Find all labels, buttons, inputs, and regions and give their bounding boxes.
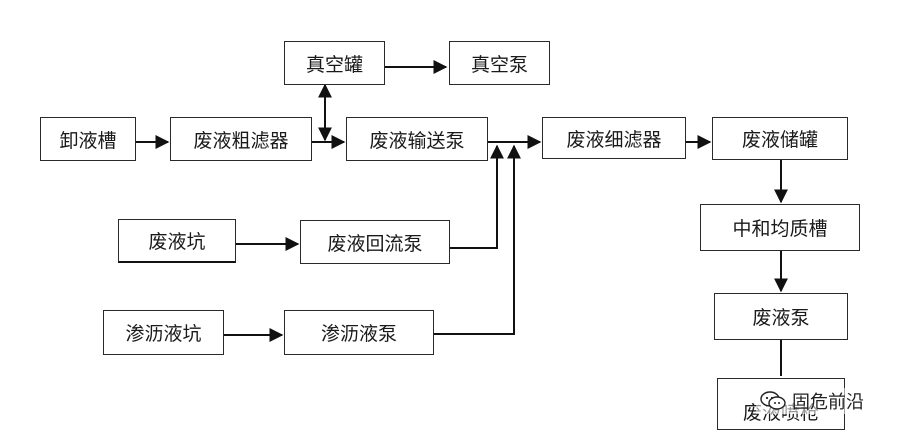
node-leachate-pit: 渗沥液坑 xyxy=(103,310,224,355)
watermark: 固危前沿 xyxy=(756,388,868,414)
arrow-return-line xyxy=(450,144,504,249)
node-leachate-pump: 渗沥液泵 xyxy=(284,310,434,355)
node-neutral-tank: 中和均质槽 xyxy=(700,204,860,251)
node-storage-tank: 废液储罐 xyxy=(712,117,848,160)
wechat-icon xyxy=(760,391,786,410)
node-coarse-filter: 废液粗滤器 xyxy=(170,117,312,161)
node-waste-pit: 废液坑 xyxy=(118,219,236,263)
arrow-leachate-line xyxy=(434,144,521,335)
watermark-text: 固危前沿 xyxy=(792,392,864,413)
node-vacuum-pump: 真空泵 xyxy=(449,41,550,85)
node-transfer-pump: 废液输送泵 xyxy=(346,117,488,161)
node-unload-tank: 卸液槽 xyxy=(40,117,136,161)
node-return-pump: 废液回流泵 xyxy=(300,220,450,264)
node-fine-filter: 废液细滤器 xyxy=(542,117,686,159)
node-waste-pump: 废液泵 xyxy=(714,293,848,340)
node-vacuum-tank: 真空罐 xyxy=(284,41,385,85)
